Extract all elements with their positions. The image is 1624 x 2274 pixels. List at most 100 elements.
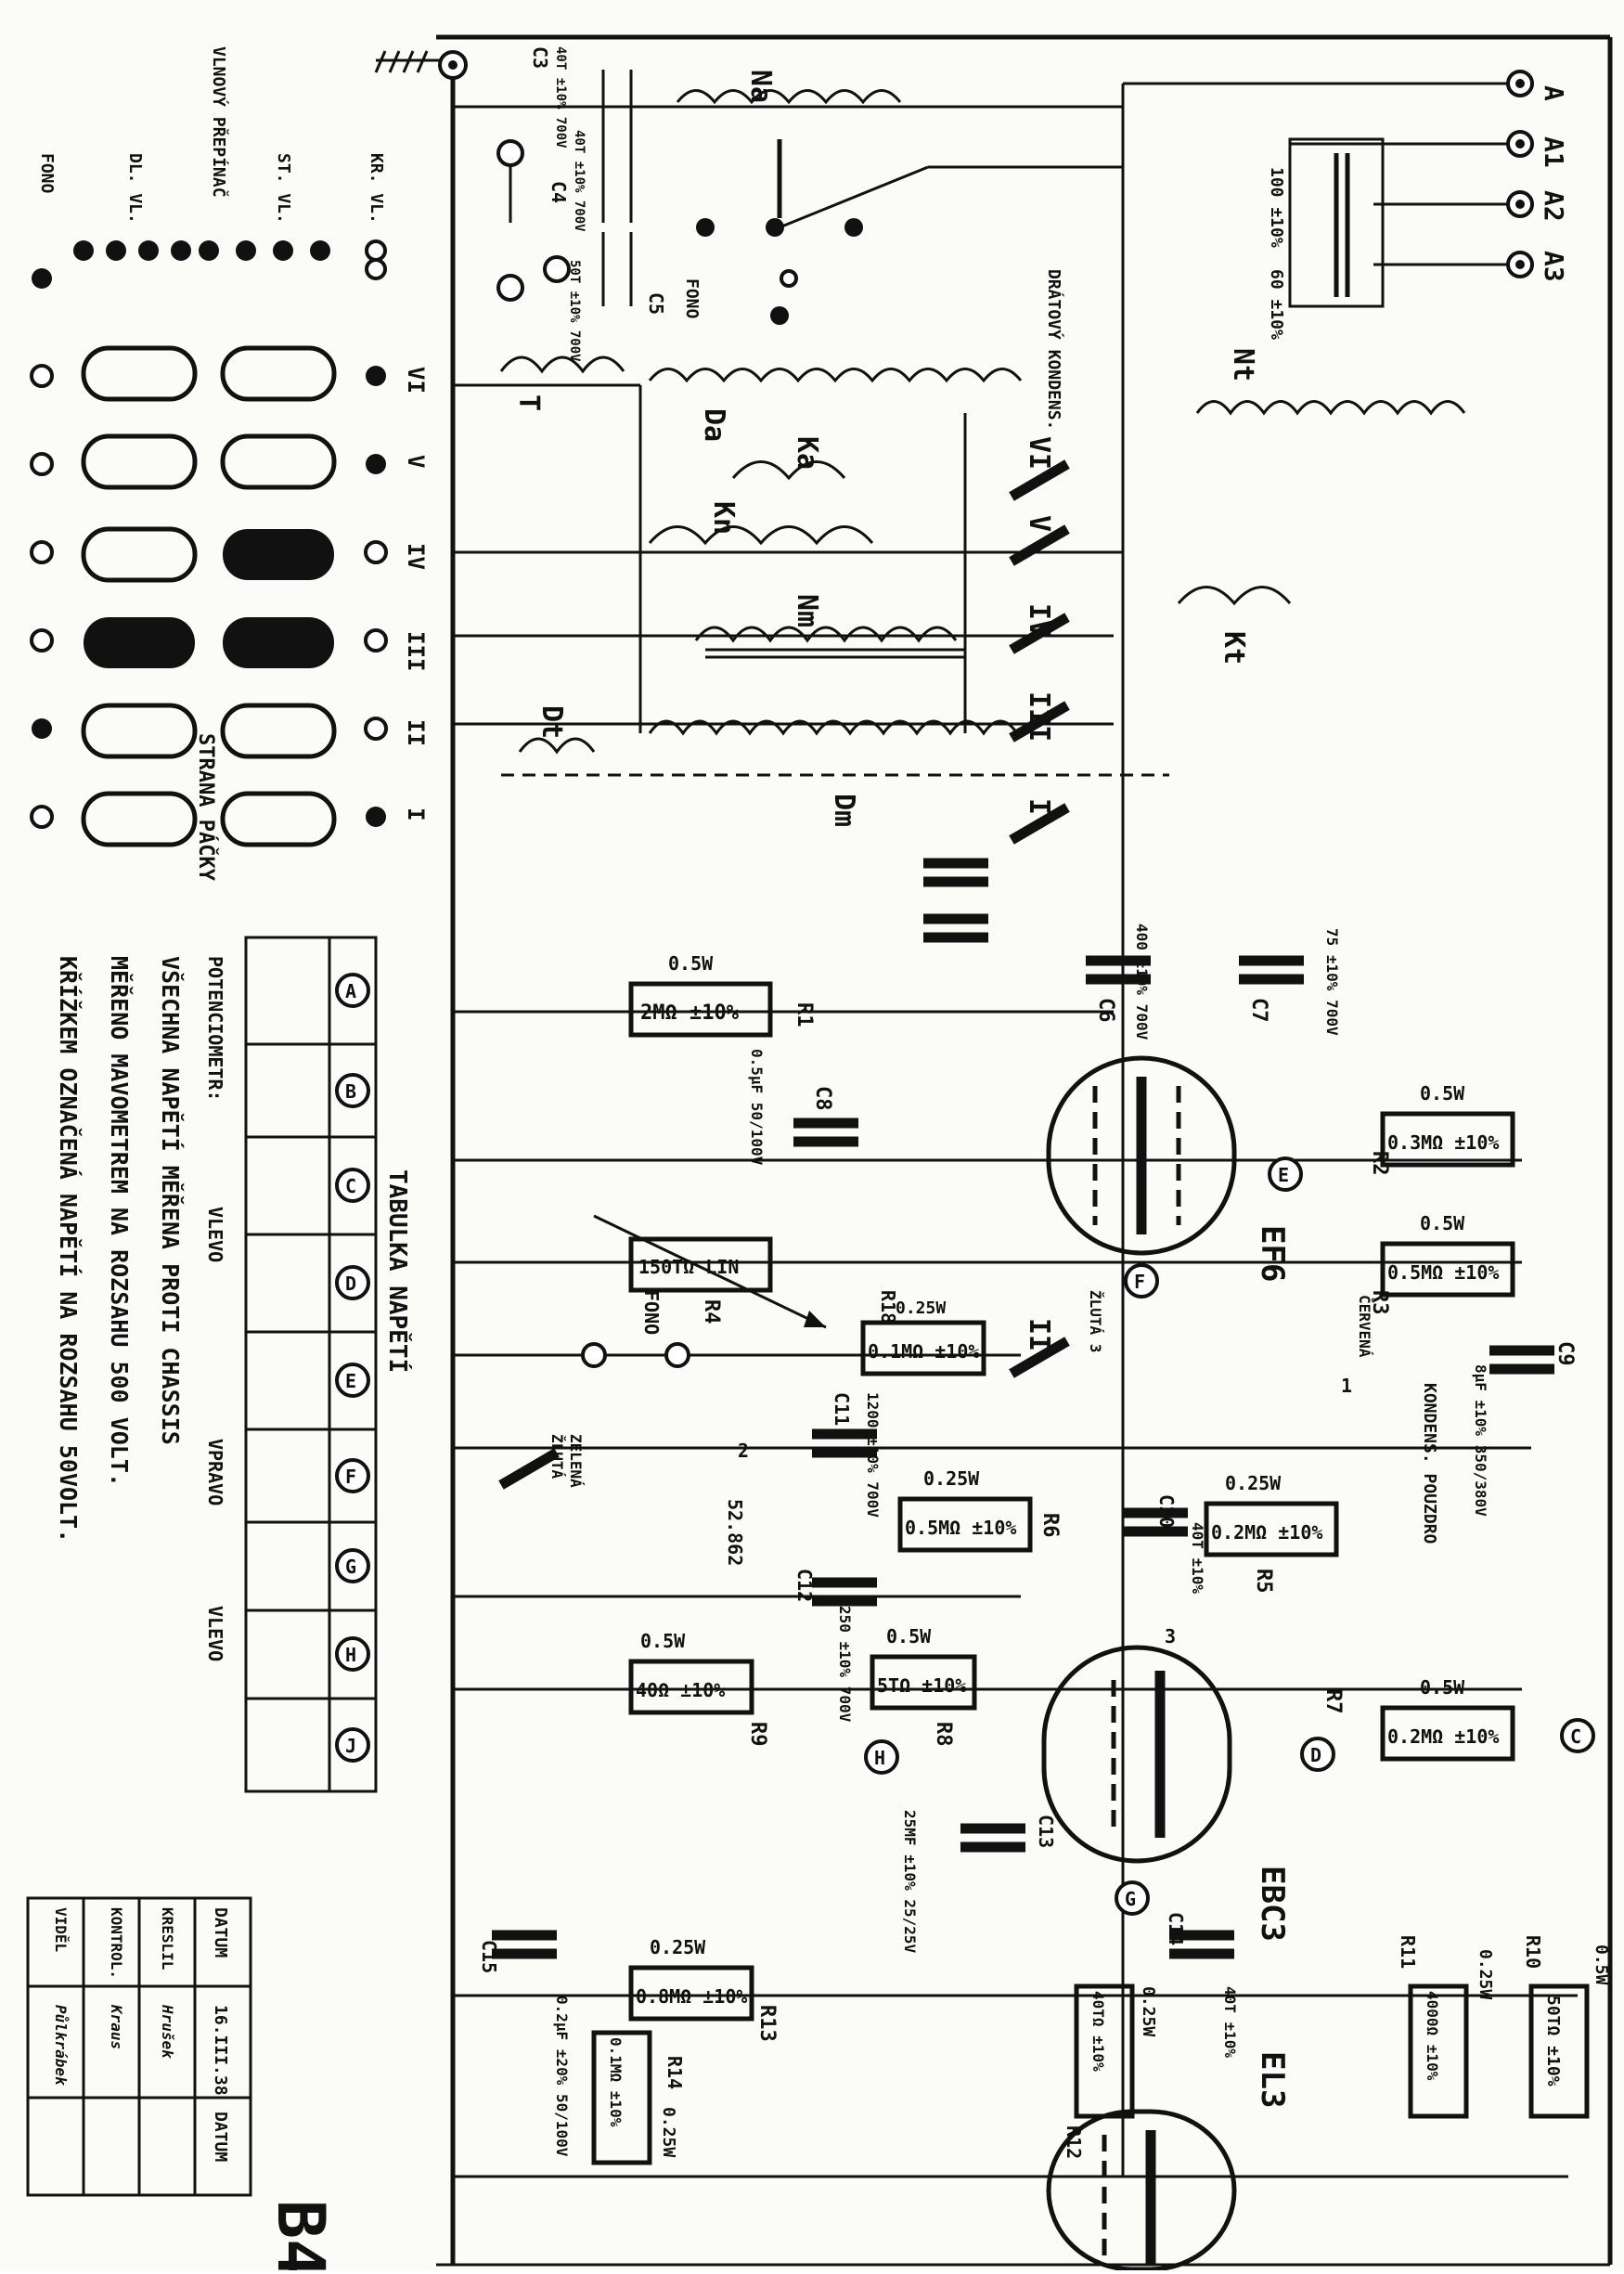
- component-power: 0.5W: [1420, 1676, 1465, 1699]
- component-ref: R2: [1368, 1151, 1391, 1176]
- resistors: [591, 981, 1590, 2165]
- component-ref: R13: [755, 2005, 779, 2042]
- component-ref: R4: [700, 1299, 723, 1324]
- voltage-col: H: [345, 1644, 356, 1666]
- component-value: 5TΩ ±10%: [877, 1674, 966, 1697]
- switch-position: I: [1023, 798, 1055, 815]
- voltage-table-right: VPRAVO: [204, 1439, 226, 1505]
- title-block: DATUM 16.III.38 DATUM KRESLIL Hrušek KON…: [26, 1896, 339, 2274]
- component-power: 0.5W: [1420, 1082, 1465, 1105]
- component-value: 0.5MΩ ±10%: [1387, 1261, 1499, 1284]
- title-block-label: DATUM: [211, 1907, 230, 1957]
- sheet-border: [436, 34, 1613, 2267]
- voltage-col: C: [345, 1175, 356, 1197]
- component-value: 400 ±10% 700V: [1133, 924, 1151, 1040]
- component-ref: C9: [1553, 1341, 1577, 1366]
- component-power: 0.25W: [1225, 1472, 1282, 1494]
- component-value: 250 ±10% 700V: [836, 1606, 854, 1723]
- component-value: 0.1MΩ ±10%: [607, 2037, 625, 2127]
- switch-position: I: [403, 808, 429, 820]
- coil-group: Na Ka Kn Nm Dm Dt Da T Kt Nt: [499, 70, 1466, 827]
- svg-text:100 ±10%: 100 ±10%: [1267, 167, 1286, 248]
- tube-el3: EL3: [1046, 2051, 1291, 2272]
- component-ref: R3: [1368, 1290, 1391, 1315]
- wire-label: ČERVENÁ: [1356, 1295, 1373, 1358]
- coil-label: Da: [698, 408, 730, 442]
- wire-label: KONDENS. POUZDRO: [1420, 1383, 1439, 1544]
- component-ref: C7: [1247, 998, 1270, 1023]
- switch-position: III: [1023, 691, 1055, 742]
- component-value: 0.3MΩ ±10%: [1387, 1131, 1499, 1154]
- notes: VŠECHNA NAPĚTÍ MĚŘENA PROTI CHASSIS MĚŘE…: [55, 956, 185, 1543]
- component-ref: C13: [1035, 1815, 1057, 1848]
- resistor-values: 2MΩ ±10% R1 0.5W 0.3MΩ ±10% R2 0.5W 0.5M…: [607, 952, 1611, 2159]
- legend-row-label: DL. VL.: [125, 153, 145, 224]
- wire-label: ZELENÁ: [567, 1434, 585, 1488]
- component-ref: C10: [1155, 1494, 1178, 1528]
- title-block-value: Kraus: [108, 2004, 125, 2049]
- component-value: 40T ±10% 700V: [572, 130, 586, 232]
- component-ref: R11: [1397, 1935, 1419, 1969]
- switch-position: IV: [1023, 603, 1055, 637]
- wire-number: 2: [738, 1440, 749, 1462]
- switch-position: V: [1023, 515, 1055, 532]
- component-value: 0.8MΩ ±10%: [636, 1985, 747, 2008]
- component-power: 0.5W: [1420, 1212, 1465, 1234]
- component-value: 50T ±10% 700V: [567, 260, 582, 362]
- component-value: 25MF ±10% 25/25V: [901, 1810, 919, 1953]
- coil-label: Ka: [791, 436, 823, 470]
- component-ref: C12: [793, 1569, 816, 1602]
- component-value: 40T ±10% 700V: [553, 46, 568, 149]
- component-ref: R1: [793, 1002, 816, 1027]
- voltage-col: G: [345, 1556, 356, 1578]
- note-line: KŘÍŽKEM OZNAČENÁ NAPĚTÍ NA ROZSAHU 50VOL…: [55, 956, 83, 1543]
- switch-position: II: [403, 719, 429, 746]
- coil-label: Na: [744, 70, 777, 103]
- component-value: 0.1MΩ ±10%: [868, 1340, 979, 1363]
- component-ref: R10: [1522, 1935, 1544, 1969]
- component-value: 50TΩ ±10%: [1543, 1996, 1563, 2087]
- misc-labels: KONDENS. POUZDRO ČERVENÁ ŽLUTÁ 3 ZELENÁ …: [548, 1290, 1439, 1647]
- voltage-col: E: [345, 1370, 356, 1392]
- component-power: 0.5W: [668, 952, 714, 975]
- component-ref: R7: [1321, 1689, 1345, 1714]
- svg-text:60 ±10%: 60 ±10%: [1267, 269, 1286, 340]
- component-ref: C4: [548, 181, 570, 203]
- title-block-label: KONTROL.: [108, 1907, 125, 1979]
- voltage-table-left2: VLEVO: [204, 1606, 226, 1661]
- voltage-table-title: TABULKA NAPĚTÍ: [383, 1169, 413, 1373]
- measure-point-label: C: [1570, 1725, 1581, 1748]
- component-value: 0.5µF 50/100V: [748, 1049, 766, 1166]
- switch-position: II: [1023, 1318, 1055, 1351]
- component-power: 0.25W: [923, 1467, 980, 1490]
- component-power: 0.5W: [1592, 1945, 1611, 1985]
- component-value: 40Ω ±10%: [636, 1679, 725, 1701]
- component-ref: R12: [1063, 2125, 1085, 2159]
- component-power: 0.5W: [640, 1630, 686, 1652]
- fono-label: FONO: [682, 278, 702, 319]
- component-ref: R18: [877, 1290, 899, 1324]
- legend-group: VLNOVÝ PŘEPÍNAČ: [209, 46, 229, 198]
- measure-point-label: G: [1125, 1888, 1136, 1910]
- measure-point-label: F: [1134, 1271, 1145, 1293]
- dratovy-label: DRÁTOVÝ KONDENS.: [1044, 269, 1064, 430]
- component-value: 8µF ±10% 350/380V: [1472, 1364, 1489, 1517]
- wire-label: ŽLUTÁ: [548, 1434, 566, 1479]
- component-value: 0.2MΩ ±10%: [1211, 1521, 1322, 1544]
- title-block-datum: DATUM: [211, 2112, 230, 2162]
- coil-label: Dm: [828, 794, 860, 827]
- tube-label: EL3: [1254, 2051, 1291, 2108]
- voltage-col: A: [345, 980, 356, 1002]
- switch-position: VI: [1023, 436, 1055, 470]
- component-power: 0.5W: [886, 1625, 932, 1647]
- terminal-label: A2: [1539, 190, 1569, 222]
- component-ref: C8: [811, 1086, 834, 1111]
- component-value: 0.2MΩ ±10%: [1387, 1725, 1499, 1748]
- terminal-label: A: [1539, 85, 1569, 101]
- coil-label: Dt: [535, 705, 568, 739]
- component-ref: C5: [645, 292, 667, 315]
- wave-switch-contacts: VI V IV III I II DRÁTOVÝ KONDENS.: [498, 269, 1070, 1490]
- voltage-col: D: [345, 1273, 356, 1295]
- capacitors: [492, 858, 1554, 1959]
- ground-rail: [374, 50, 1578, 2265]
